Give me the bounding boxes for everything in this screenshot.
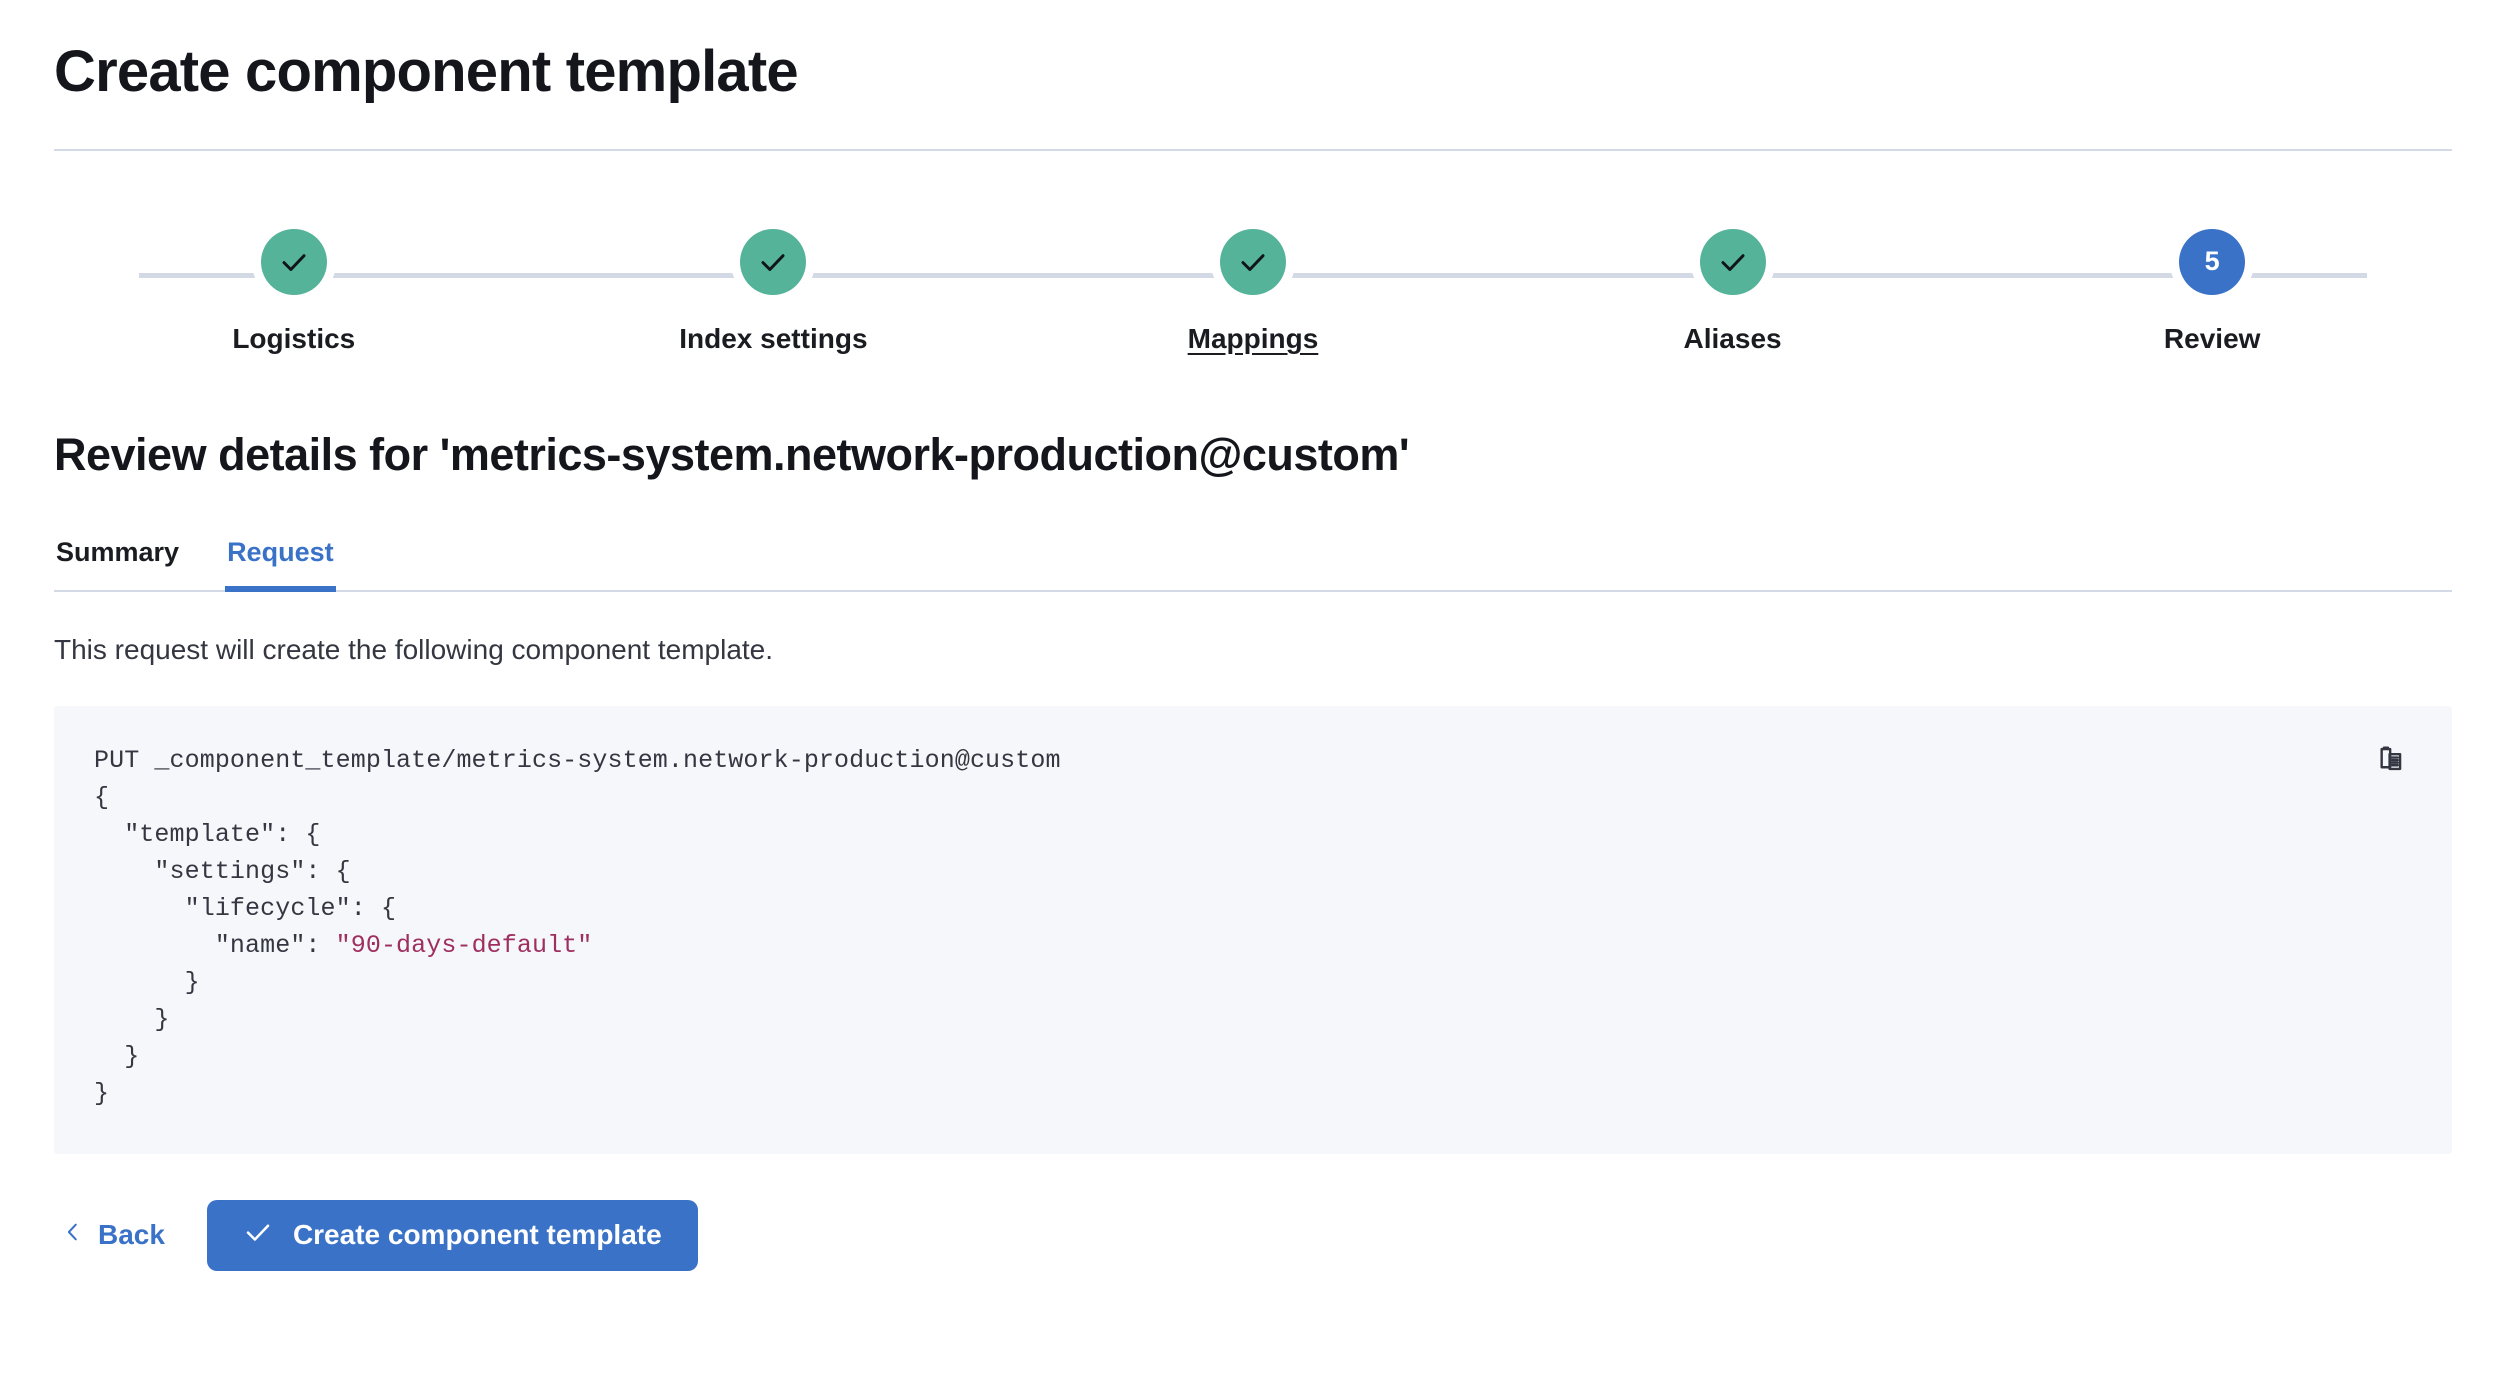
stepper-step-logistics[interactable]: Logistics [54, 228, 534, 355]
code-line-method: PUT _component_template/metrics-system.n… [94, 745, 1061, 775]
header-divider [54, 148, 2452, 151]
step-circle-mappings[interactable] [1219, 228, 1286, 295]
chevron-left-icon [62, 1216, 84, 1255]
tab-summary[interactable]: Summary [54, 533, 181, 590]
code-line-close-brace: } [94, 1078, 110, 1108]
copy-clipboard-icon[interactable] [2370, 738, 2416, 784]
step-number-label: 5 [2204, 246, 2220, 277]
code-line-settings: "settings": { [94, 856, 351, 886]
stepper-step-mappings[interactable]: Mappings [1013, 228, 1493, 355]
footer-actions: Back Create component template [54, 1199, 2452, 1271]
stepper-steps: Logistics Index settings Mappings [54, 228, 2452, 355]
code-line-name-value: "90-days-default" [335, 930, 593, 960]
code-line-lifecycle: "lifecycle": { [94, 893, 397, 923]
request-code-block: PUT _component_template/metrics-system.n… [94, 742, 2412, 1112]
code-line-template: "template": { [94, 819, 321, 849]
back-button-label: Back [98, 1219, 165, 1251]
page-title: Create component template [54, 39, 799, 104]
stepper-step-review[interactable]: 5 Review [1972, 228, 2452, 355]
stepper-step-label: Aliases [1683, 322, 1782, 354]
check-icon [1238, 247, 1268, 277]
code-line-open-brace: { [94, 782, 110, 812]
stepper-step-label: Logistics [232, 322, 356, 354]
step-circle-aliases[interactable] [1699, 228, 1766, 295]
step-circle-logistics[interactable] [260, 228, 327, 295]
review-heading: Review details for 'metrics-system.netwo… [54, 428, 1410, 480]
tab-request[interactable]: Request [225, 533, 336, 592]
check-icon [243, 1217, 273, 1254]
check-icon [279, 247, 309, 277]
back-button[interactable]: Back [54, 1206, 173, 1265]
create-component-template-button[interactable]: Create component template [206, 1199, 698, 1271]
request-description: This request will create the following c… [54, 633, 774, 665]
stepper-step-label: Mappings [1187, 322, 1319, 354]
code-line-name-key: "name": [94, 930, 336, 960]
code-line-close-settings: } [94, 1004, 170, 1034]
code-line-close-template: } [94, 1041, 140, 1071]
stepper-step-label: Review [2163, 322, 2261, 354]
check-icon [1718, 247, 1748, 277]
code-line-close-lifecycle: } [94, 967, 200, 997]
stepper-step-label: Index settings [679, 322, 868, 354]
step-circle-review[interactable]: 5 [2179, 228, 2246, 295]
stepper-step-index-settings[interactable]: Index settings [534, 228, 1014, 355]
create-component-template-label: Create component template [292, 1219, 662, 1251]
stepper-step-aliases[interactable]: Aliases [1493, 228, 1973, 355]
request-code-panel: PUT _component_template/metrics-system.n… [54, 705, 2452, 1154]
step-circle-index-settings[interactable] [740, 228, 807, 295]
wizard-stepper: Logistics Index settings Mappings [54, 228, 2452, 359]
review-tabs: Summary Request [54, 533, 2452, 592]
check-icon [758, 247, 788, 277]
